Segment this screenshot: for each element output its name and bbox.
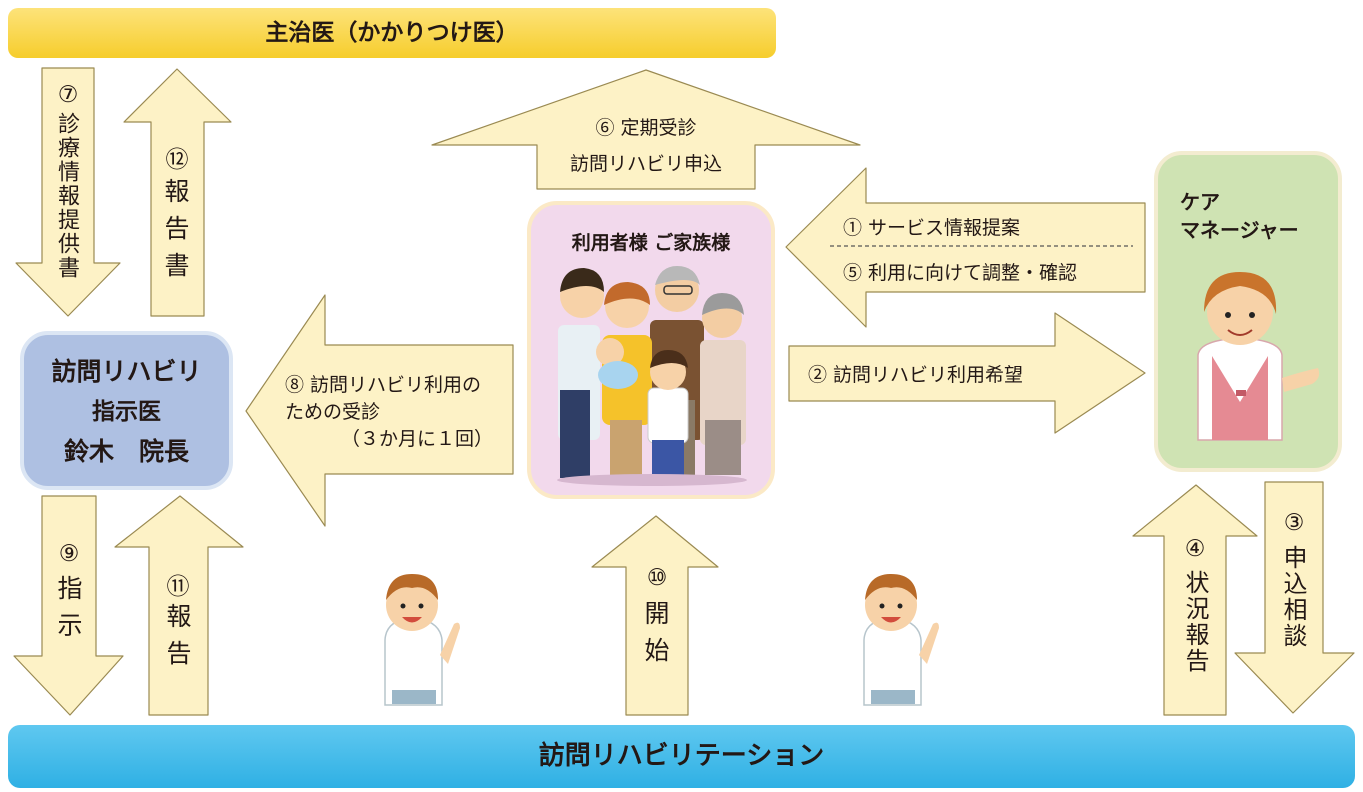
arrow-4-up: [1132, 484, 1258, 716]
doctor-line-3: 鈴木 院長: [63, 437, 189, 466]
doctor-box-text: 訪問リハビリ 指示医 鈴木 院長: [22, 352, 231, 472]
arrow-10-text: 開始: [641, 600, 670, 674]
arrow-12-number: ⑫: [165, 147, 189, 173]
doctor-line-1: 訪問リハビリ: [51, 357, 202, 386]
arrow-4-text: 状況報告: [1181, 570, 1209, 674]
arrow-7-down: [15, 67, 121, 317]
arrow-7-number: ⑦: [57, 82, 79, 108]
doctor-line-2: 指示医: [92, 399, 161, 425]
arrow-1-5-left: [785, 167, 1146, 328]
arrow-12-up: [123, 68, 232, 317]
arrow-4-number: ④: [1184, 536, 1206, 562]
arrow-8-line-3: （３か月に１回）: [341, 428, 494, 450]
caremanager-illustration: [1197, 272, 1320, 441]
arrow-8-line-1: ⑧ 訪問リハビリ利用の: [285, 374, 482, 396]
caremanager-line-1: ケア: [1180, 190, 1220, 214]
arrow-3-text: 申込相談: [1279, 545, 1307, 649]
arrow-11-text: 報告: [163, 603, 192, 677]
arrow-8-left: [245, 294, 514, 527]
arrow-9-text: 指示: [54, 575, 83, 649]
arrow-9-number: ⑨: [58, 541, 80, 567]
footer-bar: [8, 725, 1355, 788]
arrow-6-up: [431, 69, 861, 190]
arrow-2-label: ② 訪問リハビリ利用希望: [808, 364, 1024, 386]
child-figure: [647, 350, 689, 480]
grandmother-figure: [700, 293, 746, 475]
arrow-5-label: ⑤ 利用に向けて調整・確認: [843, 262, 1078, 284]
arrow-7-text: 診療情報提供書: [54, 112, 79, 280]
family-box-title: 利用者様 ご家族様: [571, 232, 731, 254]
arrow-8-line-2: ための受診: [285, 401, 381, 423]
caremanager-box-text: ケア マネージャー: [1180, 188, 1299, 244]
header-bar: [8, 8, 776, 58]
arrow-6-line-1: ⑥ 定期受診: [595, 117, 697, 139]
mother-figure: [602, 282, 652, 478]
father-figure: [558, 268, 604, 478]
arrow-3-number: ③: [1283, 510, 1305, 536]
arrow-1-label: ① サービス情報提案: [843, 217, 1021, 239]
arrow-2-right: [788, 312, 1146, 434]
arrow-10-number: ⑩: [646, 565, 668, 591]
arrow-8-label: ⑧ 訪問リハビリ利用の ための受診 （３か月に１回）: [285, 372, 493, 453]
family-illustration: [557, 266, 747, 486]
footer-label: 訪問リハビリテーション: [538, 741, 825, 771]
arrow-10-up: [591, 515, 719, 716]
header-label: 主治医（かかりつけ医）: [265, 20, 519, 46]
arrow-12-text: 報告書: [161, 178, 190, 289]
therapist-illustration-2: [863, 574, 939, 706]
arrow-9-down: [13, 495, 124, 716]
caremanager-line-2: マネージャー: [1180, 218, 1299, 242]
therapist-illustration-1: [384, 574, 460, 706]
arrow-3-down: [1234, 481, 1355, 714]
arrow-11-number: ⑪: [166, 574, 190, 600]
baby-figure: [596, 338, 638, 389]
doctor-box: [20, 331, 233, 490]
arrow-6-line-2: 訪問リハビリ申込: [569, 153, 722, 175]
arrow-6-label: ⑥ 定期受診 訪問リハビリ申込: [537, 110, 755, 182]
arrow-11-up: [114, 495, 244, 716]
